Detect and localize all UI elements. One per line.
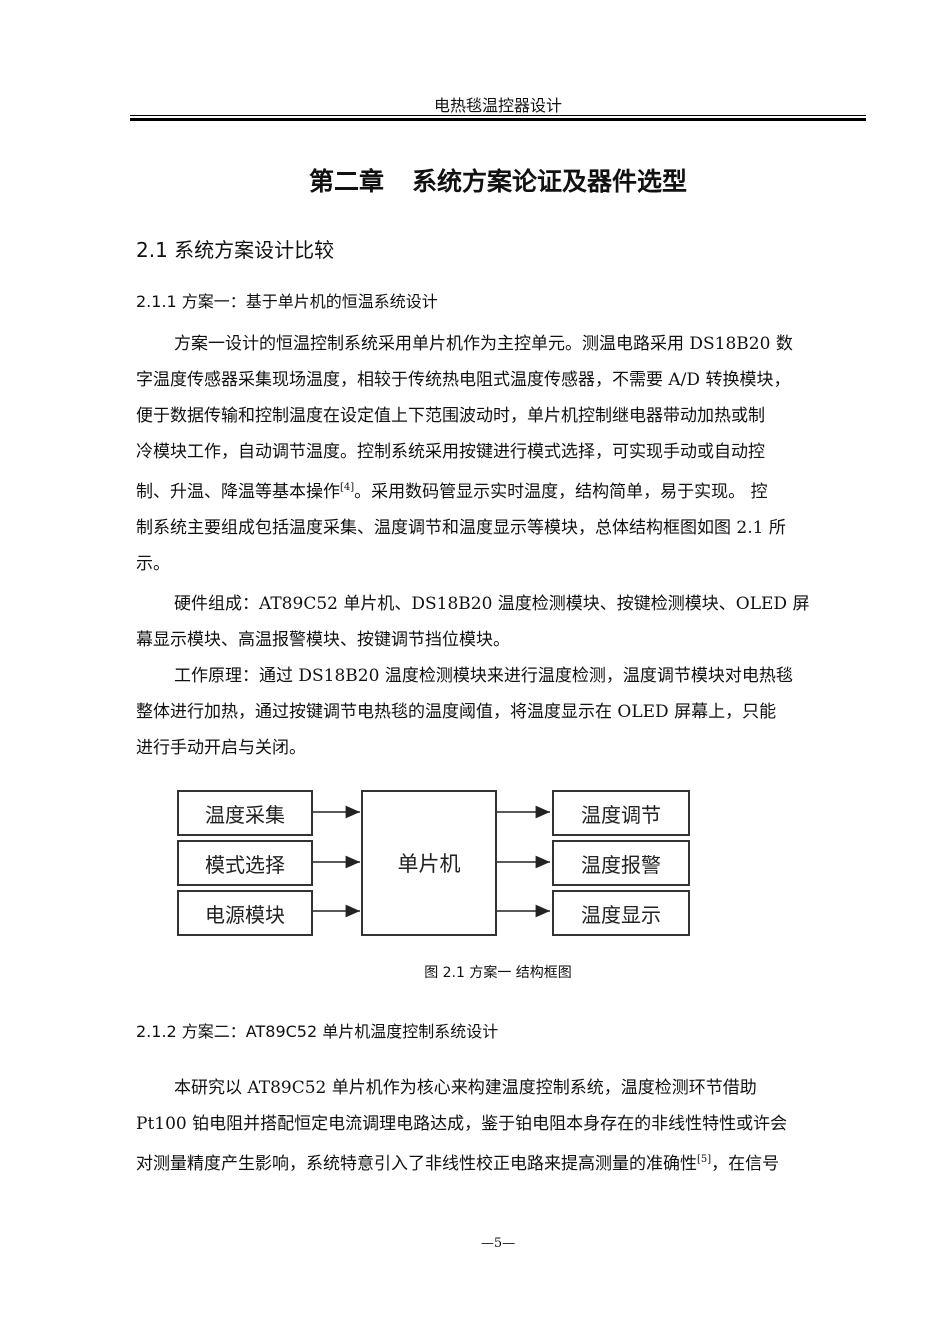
citation-ref: [5] bbox=[697, 1154, 712, 1165]
paragraph-line: 字温度传感器采集现场温度，相较于传统热电阻式温度传感器，不需要 A/D 转换模块… bbox=[136, 370, 791, 390]
input-block-temp-collect: 温度采集 bbox=[177, 790, 313, 836]
paragraph-line: 整体进行加热，通过按键调节电热毯的温度阈值，将温度显示在 OLED 屏幕上，只能 bbox=[136, 702, 777, 722]
paragraph-line: 示。 bbox=[136, 554, 170, 574]
paragraph-line: 幕显示模块、高温报警模块、按键调节挡位模块。 bbox=[136, 630, 510, 650]
output-block-temp-display: 温度显示 bbox=[552, 890, 690, 936]
line-text: 。采用数码管显示实时温度，结构简单，易于实现。 控 bbox=[354, 482, 768, 502]
subsection-heading-scheme1: 2.1.1 方案一：基于单片机的恒温系统设计 bbox=[136, 292, 438, 311]
section-heading: 2.1 系统方案设计比较 bbox=[136, 238, 335, 262]
citation-ref: [4] bbox=[340, 482, 355, 493]
input-block-power: 电源模块 bbox=[177, 890, 313, 936]
chapter-number: 第二章 bbox=[308, 167, 384, 196]
paragraph-line: 制系统主要组成包括温度采集、温度调节和温度显示等模块，总体结构框图如图 2.1 … bbox=[136, 518, 786, 538]
block-diagram: 温度采集 模式选择 电源模块 单片机 温度调节 温度报警 温度显示 bbox=[170, 784, 705, 944]
chapter-name: 系统方案论证及器件选型 bbox=[412, 167, 688, 196]
paragraph-line: 工作原理：通过 DS18B20 温度检测模块来进行温度检测，温度调节模块对电热毯 bbox=[174, 666, 793, 686]
scheme1-paragraph-1: 方案一设计的恒温控制系统采用单片机作为主控单元。测温电路采用 DS18B20 数… bbox=[136, 326, 858, 582]
figure-caption: 图 2.1 方案一 结构框图 bbox=[424, 965, 572, 981]
paragraph-line: 制、升温、降温等基本操作[4]。采用数码管显示实时温度，结构简单，易于实现。 控 bbox=[136, 470, 858, 510]
paragraph-line: Pt100 铂电阻并搭配恒定电流调理电路达成，鉴于铂电阻本身存在的非线性特性或许… bbox=[136, 1114, 788, 1134]
paragraph-line: 方案一设计的恒温控制系统采用单片机作为主控单元。测温电路采用 DS18B20 数 bbox=[174, 334, 793, 354]
page-number: —5— bbox=[480, 1236, 516, 1251]
line-text: 对测量精度产生影响，系统特意引入了非线性校正电路来提高测量的准确性 bbox=[136, 1154, 697, 1174]
header-rule-thick bbox=[130, 118, 866, 121]
scheme1-paragraph-3: 工作原理：通过 DS18B20 温度检测模块来进行温度检测，温度调节模块对电热毯… bbox=[136, 658, 858, 766]
paragraph-line: 冷模块工作，自动调节温度。控制系统采用按键进行模式选择，可实现手动或自动控 bbox=[136, 442, 765, 462]
output-block-temp-alarm: 温度报警 bbox=[552, 840, 690, 886]
paragraph-line: 硬件组成：AT89C52 单片机、DS18B20 温度检测模块、按键检测模块、O… bbox=[174, 594, 810, 614]
running-header: 电热毯温控器设计 bbox=[433, 96, 562, 115]
diagram-arrows bbox=[311, 805, 550, 918]
chapter-title: 第二章系统方案论证及器件选型 bbox=[130, 162, 866, 198]
line-text: ，在信号 bbox=[711, 1154, 780, 1174]
output-block-temp-adjust: 温度调节 bbox=[552, 790, 690, 836]
center-block-mcu: 单片机 bbox=[361, 790, 497, 936]
scheme1-paragraph-2: 硬件组成：AT89C52 单片机、DS18B20 温度检测模块、按键检测模块、O… bbox=[136, 586, 858, 658]
line-text: 制、升温、降温等基本操作 bbox=[136, 482, 340, 502]
subsection-heading-scheme2: 2.1.2 方案二：AT89C52 单片机温度控制系统设计 bbox=[136, 1022, 499, 1041]
paragraph-line: 便于数据传输和控制温度在设定值上下范围波动时，单片机控制继电器带动加热或制 bbox=[136, 406, 765, 426]
paragraph-line: 本研究以 AT89C52 单片机作为核心来构建温度控制系统，温度检测环节借助 bbox=[174, 1078, 757, 1098]
paragraph-line: 对测量精度产生影响，系统特意引入了非线性校正电路来提高测量的准确性[5]，在信号 bbox=[136, 1142, 858, 1182]
paragraph-line: 进行手动开启与关闭。 bbox=[136, 738, 306, 758]
scheme2-paragraph-1: 本研究以 AT89C52 单片机作为核心来构建温度控制系统，温度检测环节借助 P… bbox=[136, 1070, 858, 1182]
header-rule-thin bbox=[130, 115, 866, 116]
input-block-mode-select: 模式选择 bbox=[177, 840, 313, 886]
